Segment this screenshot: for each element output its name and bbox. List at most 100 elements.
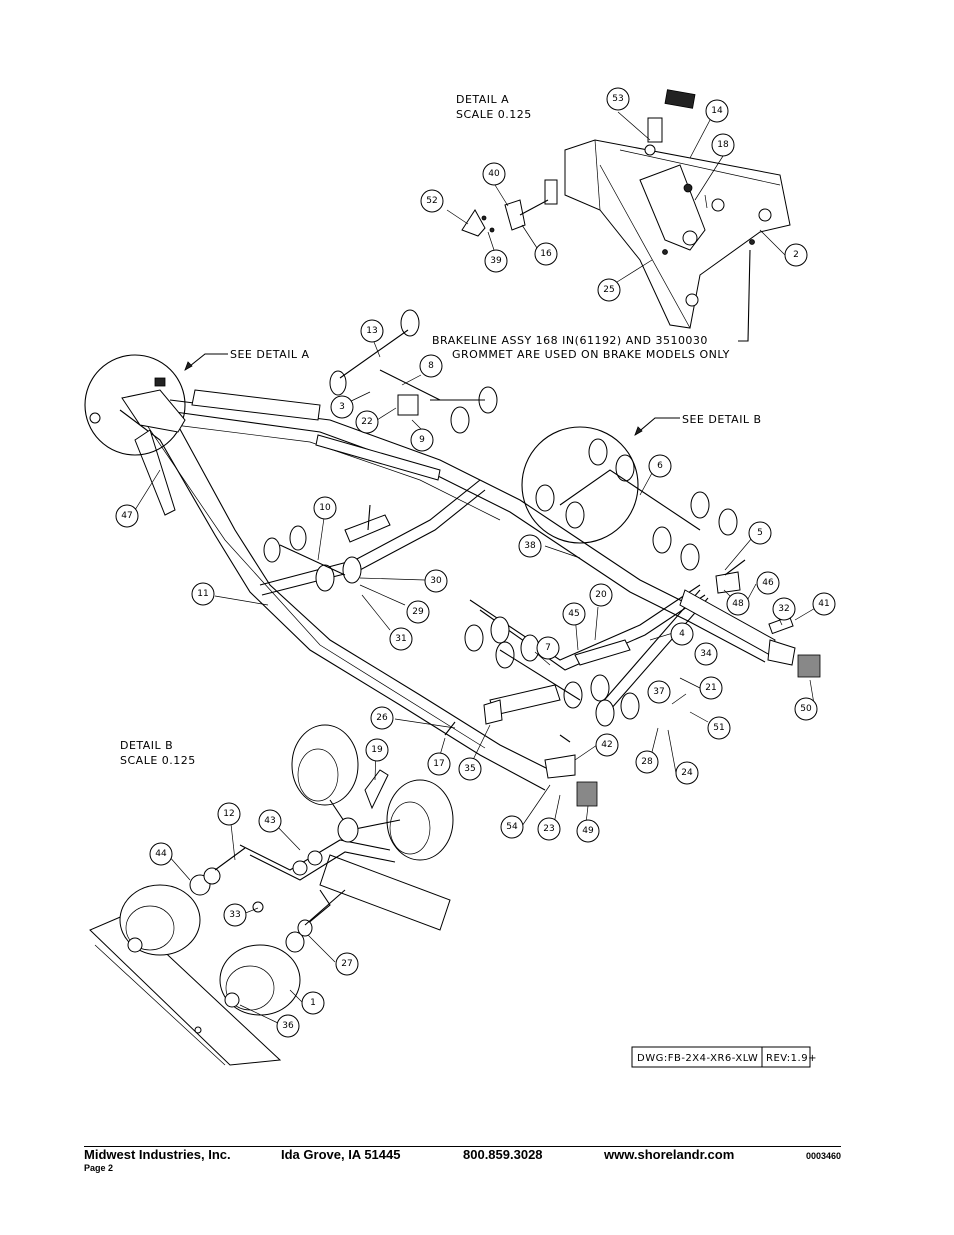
callout-47: 47 [115, 504, 139, 528]
bunk-board-left [191, 389, 321, 421]
footer-city: Ida Grove, IA 51445 [281, 1147, 401, 1162]
callout-number: 51 [713, 723, 724, 733]
detail-a-title: DETAIL A [456, 93, 509, 106]
part-47-bunk [134, 429, 176, 516]
part-52-handle [461, 209, 486, 237]
callout-number: 6 [657, 461, 663, 471]
left-rail-outer [129, 399, 561, 776]
footer-doc-code: 0003460 [806, 1151, 842, 1161]
detail-b-view: DETAIL B SCALE 0.125 [89, 724, 454, 1066]
callout-number: 33 [229, 910, 240, 920]
revision-number: REV:1.9+ [766, 1053, 817, 1064]
callout-50: 50 [794, 697, 818, 721]
callout-number: 24 [681, 768, 693, 778]
drawing-number: DWG:FB-2X4-XR6-XLW [637, 1053, 758, 1064]
callout-number: 37 [653, 687, 664, 697]
detail-b-title: DETAIL B [120, 739, 173, 752]
callout-number: 11 [197, 589, 208, 599]
callout-33: 33 [223, 903, 247, 927]
detail-a-scale: SCALE 0.125 [456, 108, 532, 121]
callout-number: 31 [395, 634, 406, 644]
part-53-plate [664, 89, 696, 109]
callout-31: 31 [389, 627, 413, 651]
callout-51: 51 [707, 716, 731, 740]
callout-7: 7 [536, 636, 560, 660]
callout-number: 27 [341, 959, 352, 969]
detail-a-view: DETAIL A SCALE 0.125 [456, 89, 791, 329]
callout-number: 39 [490, 256, 502, 266]
callout-number: 26 [376, 713, 388, 723]
callout-42: 42 [595, 733, 619, 757]
callout-27: 27 [335, 952, 359, 976]
callout-number: 10 [319, 503, 331, 513]
callout-43: 43 [258, 809, 282, 833]
callout-8: 8 [419, 354, 443, 378]
callout-1: 1 [301, 991, 325, 1015]
callout-number: 16 [540, 249, 552, 259]
callout-40: 40 [482, 162, 506, 186]
callout-13: 13 [360, 319, 384, 343]
callout-number: 19 [371, 745, 383, 755]
callout-36: 36 [276, 1014, 300, 1038]
callout-number: 2 [793, 250, 799, 260]
callout-22: 22 [355, 410, 379, 434]
callout-number: 54 [506, 822, 518, 832]
callout-number: 42 [601, 740, 612, 750]
callout-12: 12 [217, 802, 241, 826]
callouts: 53 14 18 2 40 52 39 16 25 13 8 3 22 9 6 … [115, 87, 836, 1038]
callout-24: 24 [675, 761, 699, 785]
callout-number: 47 [121, 511, 132, 521]
callout-6: 6 [648, 454, 672, 478]
brakeline-note-line-1: BRAKELINE ASSY 168 IN(61192) AND 3510030 [432, 334, 708, 347]
callout-35: 35 [458, 757, 482, 781]
callout-number: 20 [595, 590, 607, 600]
bunk-board-right [315, 434, 441, 481]
footer-website[interactable]: www.shorelandr.com [604, 1147, 735, 1162]
part-40-latch [504, 199, 526, 231]
brakeline-note-line-2: GROMMET ARE USED ON BRAKE MODELS ONLY [452, 348, 730, 361]
callout-9: 9 [410, 428, 434, 452]
part-19-bracket [364, 769, 389, 810]
trailer-frame [84, 354, 821, 807]
footer-phone: 800.859.3028 [463, 1147, 543, 1162]
notes: SEE DETAIL A SEE DETAIL B BRAKELINE ASSY… [184, 249, 761, 436]
callout-number: 43 [264, 816, 275, 826]
callout-38: 38 [518, 534, 542, 558]
callout-10: 10 [313, 496, 337, 520]
part-40-bracket-plate [544, 179, 558, 205]
callout-number: 25 [603, 285, 614, 295]
callout-number: 8 [428, 361, 434, 371]
callout-number: 1 [310, 998, 316, 1008]
callout-23: 23 [537, 817, 561, 841]
callout-number: 3 [339, 402, 345, 412]
roller-bottom-left [119, 884, 201, 956]
callout-46: 46 [756, 571, 780, 595]
callout-number: 40 [488, 169, 500, 179]
callout-number: 17 [433, 759, 444, 769]
detail-b-circle [521, 426, 639, 544]
callout-number: 45 [568, 609, 579, 619]
callout-34: 34 [694, 642, 718, 666]
part-53-tag [647, 117, 663, 143]
callout-number: 53 [612, 94, 623, 104]
callout-48: 48 [726, 592, 750, 616]
callout-number: 34 [700, 649, 712, 659]
callout-number: 12 [223, 809, 234, 819]
roller-assemblies [263, 309, 738, 727]
callout-number: 21 [705, 683, 716, 693]
callout-26: 26 [370, 706, 394, 730]
callout-number: 4 [679, 629, 685, 639]
callout-number: 18 [717, 140, 729, 150]
callout-3: 3 [330, 395, 354, 419]
callout-number: 30 [430, 576, 442, 586]
callout-49: 49 [576, 819, 600, 843]
callout-number: 14 [711, 106, 723, 116]
callout-18: 18 [711, 133, 735, 157]
callout-number: 22 [361, 417, 372, 427]
part-49-taillight [576, 781, 598, 807]
callout-52: 52 [420, 189, 444, 213]
callout-number: 35 [464, 764, 475, 774]
callout-2: 2 [784, 243, 808, 267]
callout-28: 28 [635, 750, 659, 774]
